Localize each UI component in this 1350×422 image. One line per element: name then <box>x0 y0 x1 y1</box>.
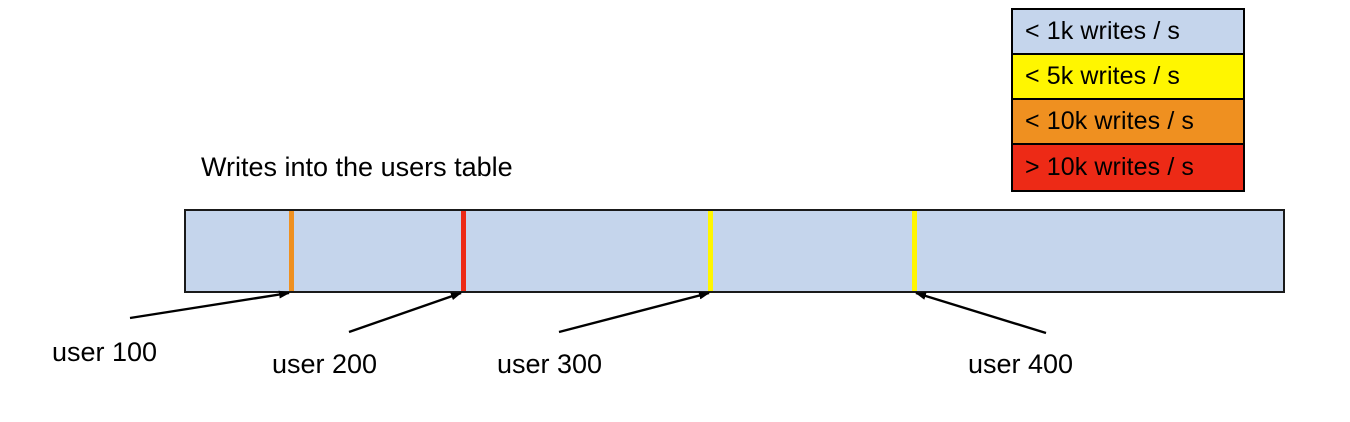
legend-item-label: < 5k writes / s <box>1025 62 1181 90</box>
leader-line <box>348 291 462 334</box>
leader-line <box>558 291 710 334</box>
legend-item-critical: > 10k writes / s <box>1013 145 1243 190</box>
user-300-stripe <box>708 211 713 291</box>
range-bar <box>184 209 1285 293</box>
annotation-label-user-100: user 100 <box>52 337 158 367</box>
leader-line <box>129 290 290 320</box>
legend-item-medium: < 5k writes / s <box>1013 55 1243 100</box>
user-200-stripe <box>461 211 466 291</box>
annotation-label-user-400: user 400 <box>968 349 1074 379</box>
annotation-label-user-300: user 300 <box>497 349 603 379</box>
legend-item-label: > 10k writes / s <box>1025 153 1195 181</box>
leader-line <box>915 291 1047 335</box>
annotation-label-user-200: user 200 <box>272 349 378 379</box>
chart-title: Writes into the users table <box>201 152 513 182</box>
legend: < 1k writes / s < 5k writes / s < 10k wr… <box>1011 8 1245 192</box>
user-400-stripe <box>912 211 917 291</box>
user-100-stripe <box>289 211 294 291</box>
legend-item-high: < 10k writes / s <box>1013 100 1243 145</box>
legend-item-label: < 10k writes / s <box>1025 107 1195 135</box>
legend-item-low: < 1k writes / s <box>1013 10 1243 55</box>
legend-item-label: < 1k writes / s <box>1025 17 1181 45</box>
